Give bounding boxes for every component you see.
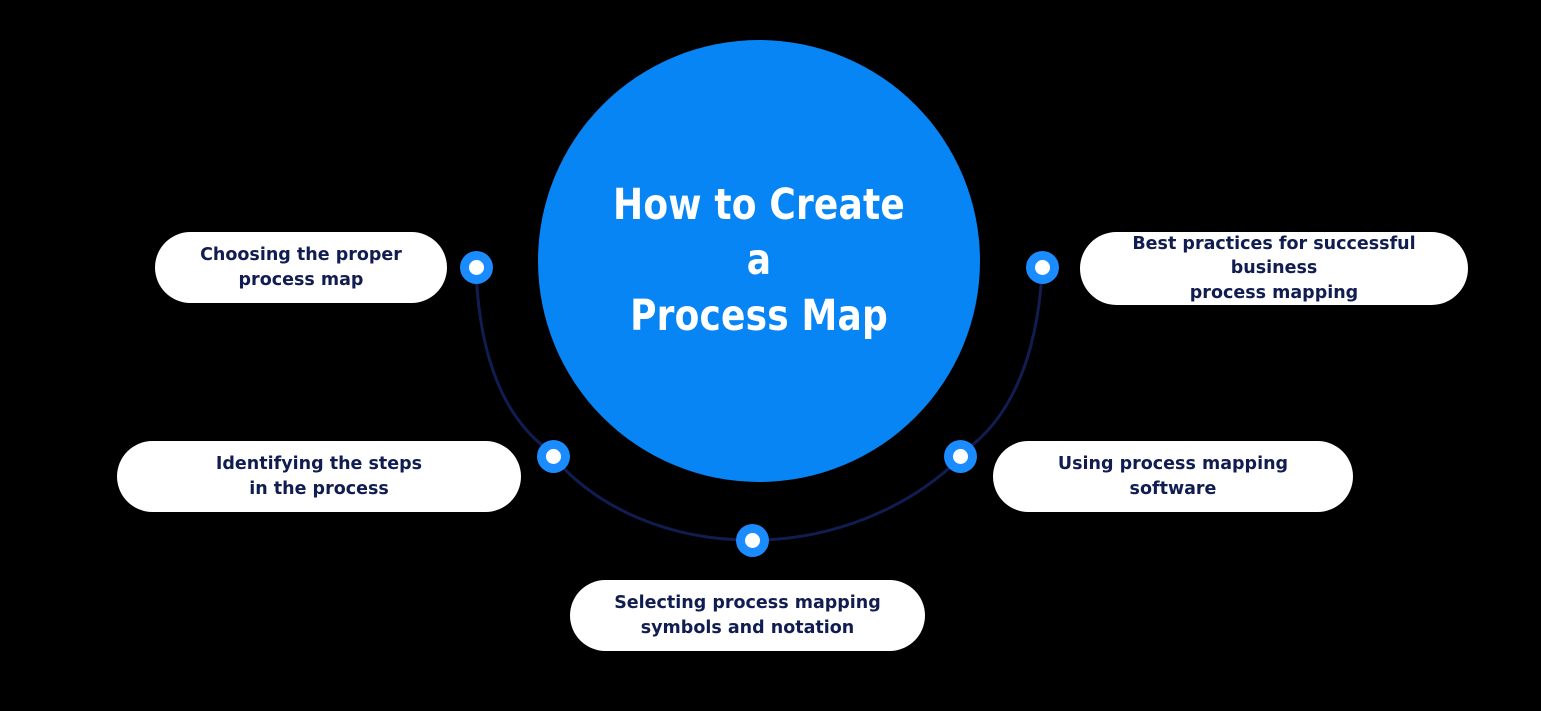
connector-arc-left-upper xyxy=(474,270,553,454)
label-pill-selecting-process-mapping-symbols-and-notation[interactable]: Selecting process mapping symbols and no… xyxy=(570,580,925,651)
label-text: Using process mapping software xyxy=(1057,454,1289,499)
label-pill-identifying-the-steps-in-the-process[interactable]: Identifying the steps in the process xyxy=(117,441,521,512)
label-text: Best practices for successful business p… xyxy=(1132,234,1416,303)
node-dot-best-practices-for-successful-business-process-mapping[interactable] xyxy=(1025,250,1059,284)
label-text: Identifying the steps in the process xyxy=(215,454,423,499)
label-pill-using-process-mapping-software[interactable]: Using process mapping software xyxy=(993,441,1353,512)
label-pill-best-practices-for-successful-business-process-mapping[interactable]: Best practices for successful business p… xyxy=(1080,232,1468,305)
node-dot-selecting-process-mapping-symbols-and-notation[interactable] xyxy=(735,523,769,557)
label-text: Selecting process mapping symbols and no… xyxy=(614,593,881,638)
page-title: How to Create a Process Map xyxy=(613,180,905,341)
label-text: Choosing the proper process map xyxy=(200,245,402,290)
node-dot-identifying-the-steps-in-the-process[interactable] xyxy=(536,439,570,473)
node-dot-using-process-mapping-software[interactable] xyxy=(943,439,977,473)
hub-circle: How to Create a Process Map xyxy=(538,40,980,482)
node-dot-choosing-the-proper-process-map[interactable] xyxy=(459,250,493,284)
label-pill-choosing-the-proper-process-map[interactable]: Choosing the proper process map xyxy=(155,232,447,303)
